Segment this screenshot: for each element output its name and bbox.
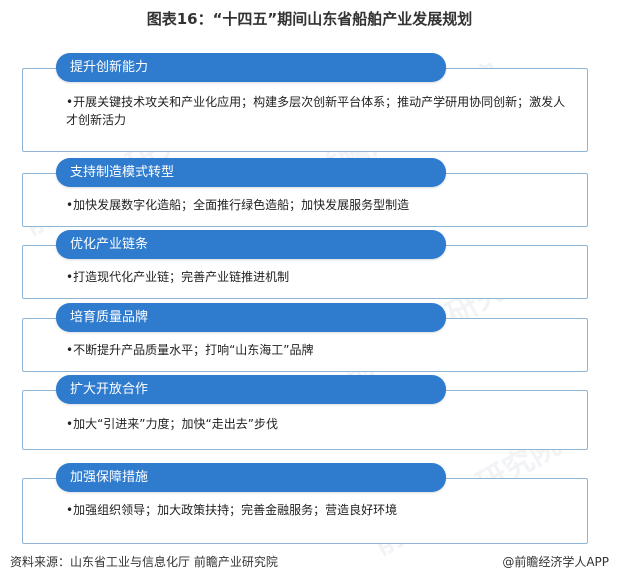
section-text: •加快发展数字化造船；全面推行绿色造船；加快发展服务型制造 bbox=[66, 198, 410, 212]
section-text: •开展关键技术攻关和产业化应用；构建多层次创新平台体系；推动产学研用协同创新；激… bbox=[66, 95, 566, 127]
section-heading: 优化产业链条 bbox=[56, 230, 446, 259]
section-heading: 支持制造模式转型 bbox=[56, 158, 446, 187]
chart-title: 图表16：“十四五”期间山东省船舶产业发展规划 bbox=[146, 10, 473, 28]
section-text: •打造现代化产业链；完善产业链推进机制 bbox=[66, 270, 290, 284]
section-heading: 扩大开放合作 bbox=[56, 375, 446, 404]
section-heading: 提升创新能力 bbox=[56, 53, 446, 82]
source-note: 资料来源：山东省工业与信息化厅 前瞻产业研究院 bbox=[10, 555, 278, 569]
section-box bbox=[22, 68, 588, 152]
section-heading: 加强保障措施 bbox=[56, 463, 446, 492]
section-text: •加强组织领导；加大政策扶持；完善金融服务；营造良好环境 bbox=[66, 503, 398, 517]
section-text: •加大“引进来”力度；加快“走出去”步伐 bbox=[66, 417, 278, 431]
section-text: •不断提升产品质量水平；打响“山东海工”品牌 bbox=[66, 343, 314, 357]
section-heading: 培育质量品牌 bbox=[56, 303, 446, 332]
brand-credit: @前瞻经济学人APP bbox=[502, 555, 609, 569]
